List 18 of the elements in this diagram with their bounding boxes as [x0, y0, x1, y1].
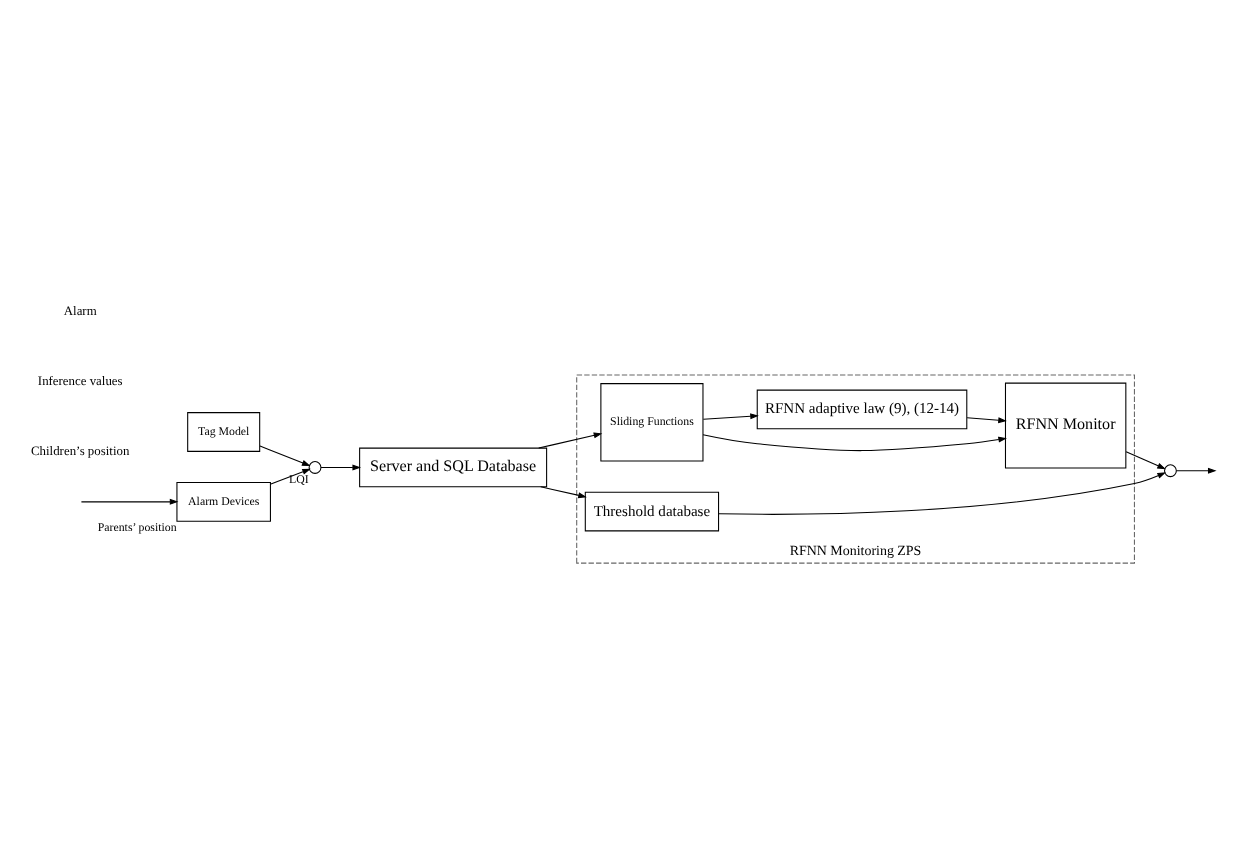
node-box: RFNN Monitor: [1004, 382, 1127, 469]
arrow: [702, 434, 1007, 452]
arrow: [320, 464, 362, 471]
node-box: Threshold database: [584, 491, 720, 532]
arrow: [540, 486, 587, 499]
arrow: [702, 413, 759, 420]
node-box: RFNN adaptive law (9), (12-14): [756, 389, 968, 430]
arrow: [1125, 451, 1166, 470]
arrow: [966, 417, 1007, 424]
node-box: Server and SQL Database: [359, 447, 548, 488]
arrow: [80, 498, 179, 505]
node-circle: [1164, 464, 1177, 478]
arrow: [259, 445, 311, 467]
arrow: [538, 432, 603, 449]
arrow: [270, 468, 311, 485]
arrow: [718, 472, 1166, 515]
arrow: [1175, 467, 1217, 474]
node-circle: [308, 461, 322, 474]
